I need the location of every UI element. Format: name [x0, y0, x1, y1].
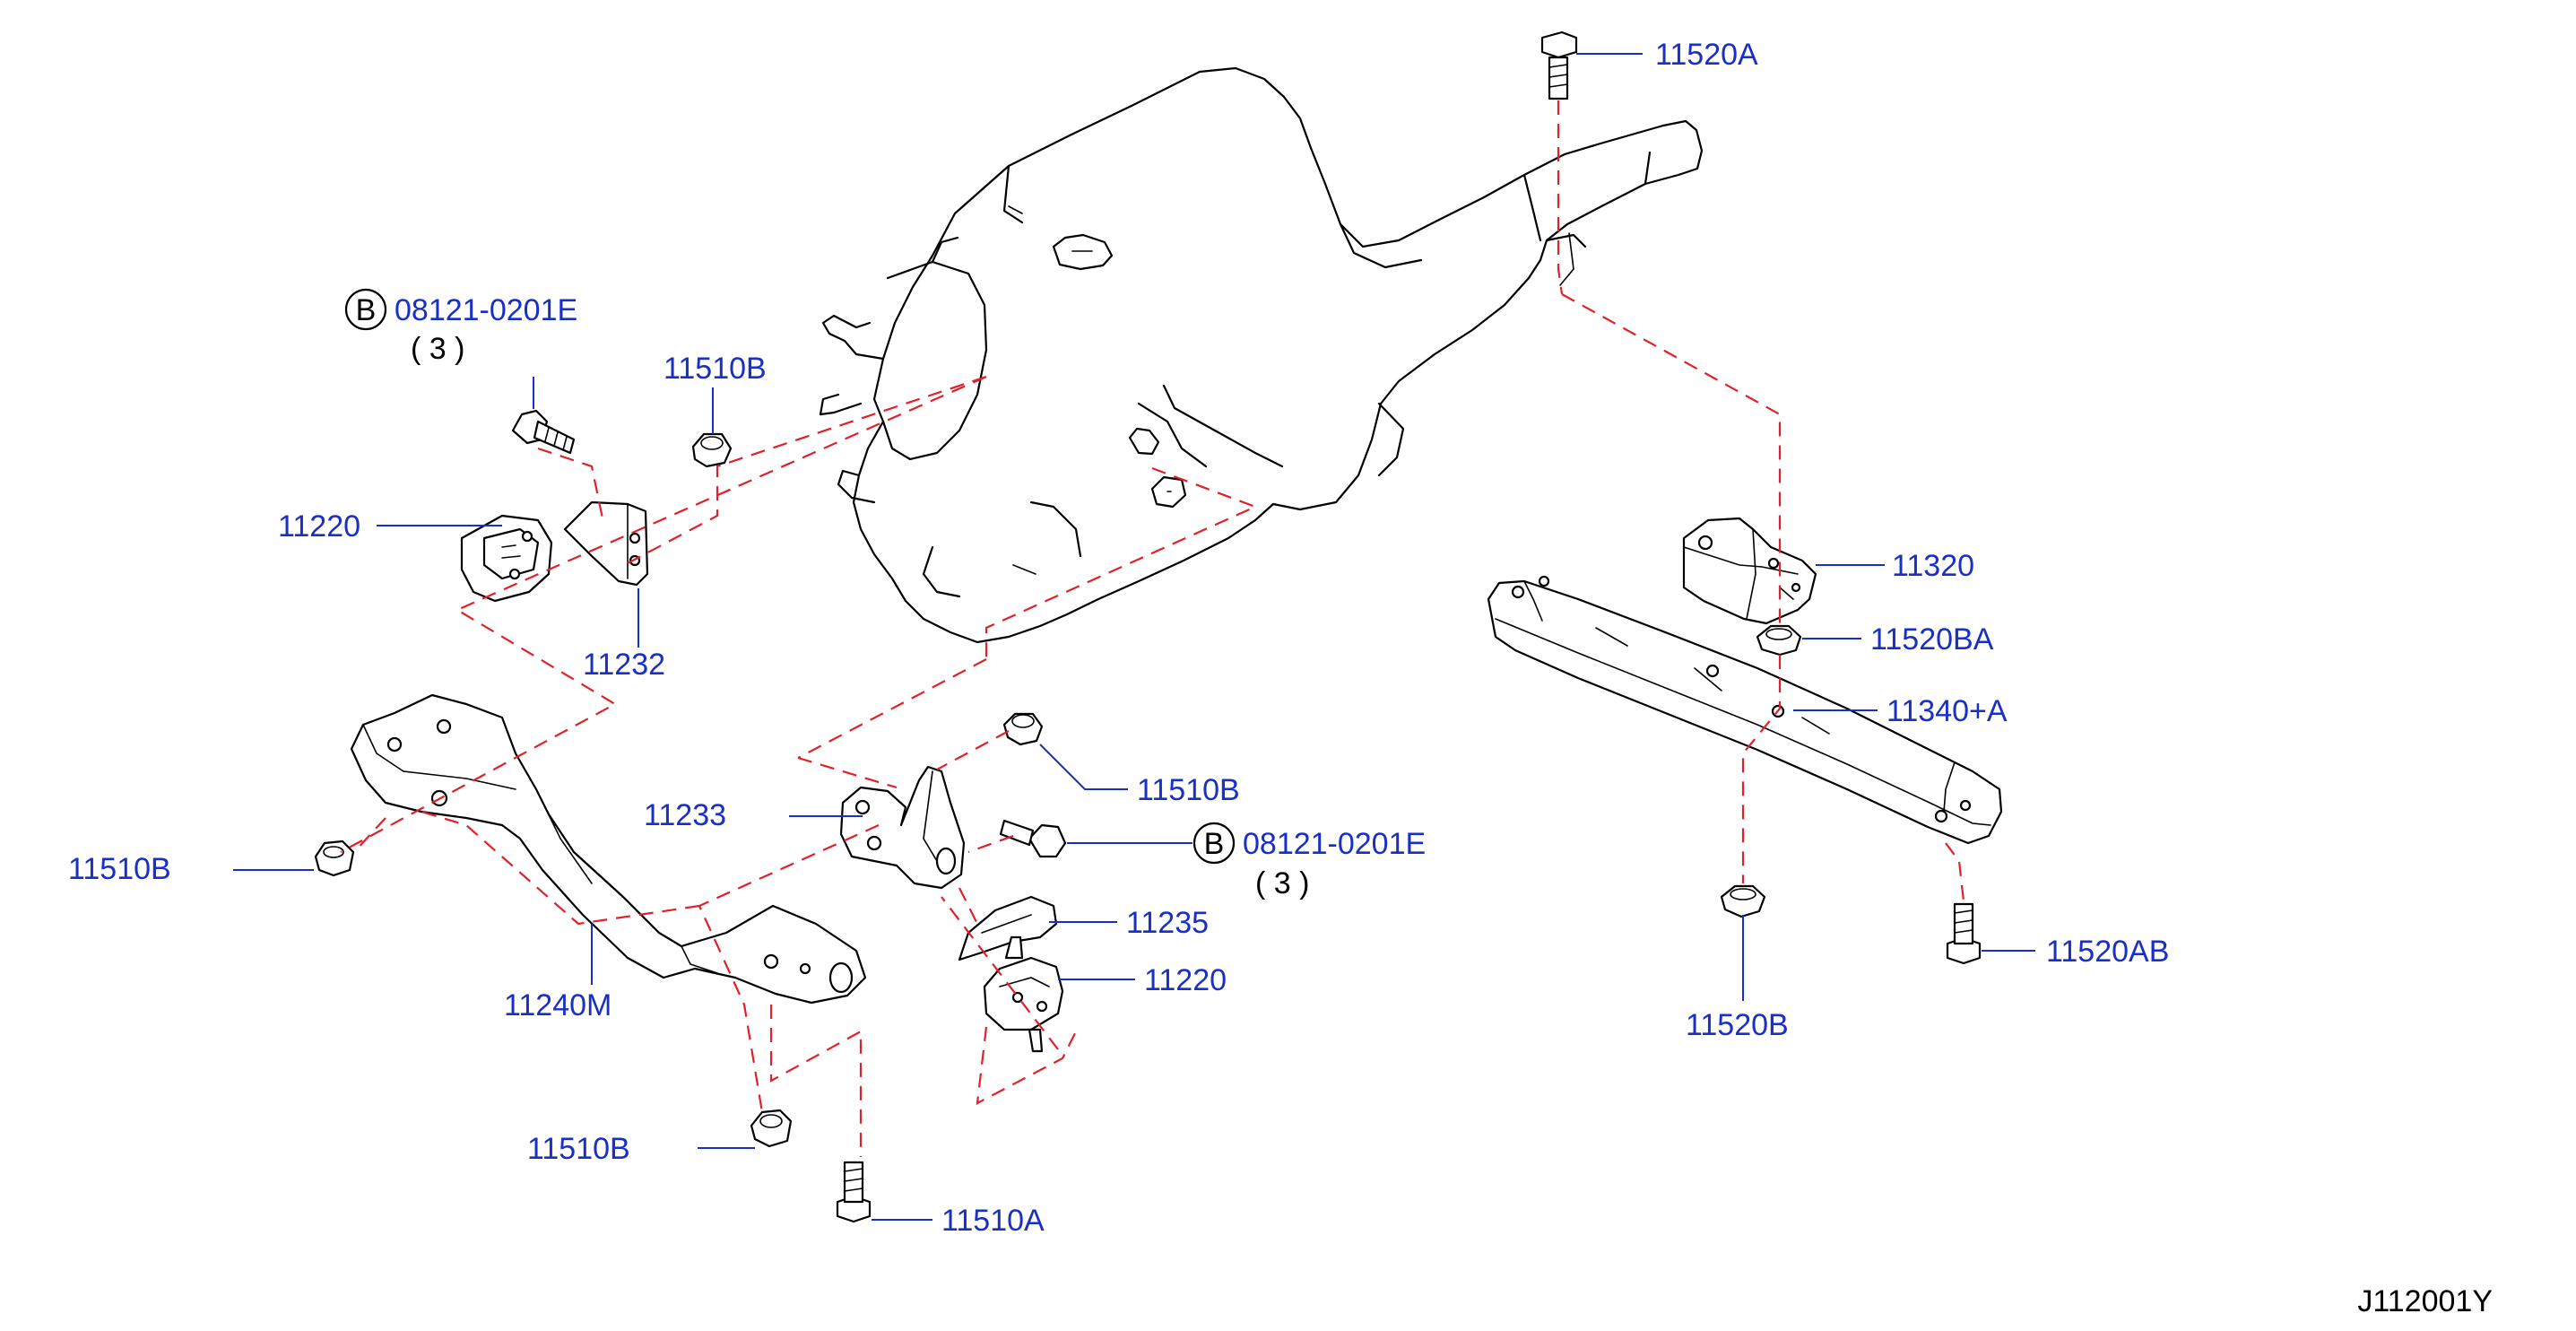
upper-left-mount-illustration	[460, 409, 733, 603]
label-11520A[interactable]: 11520A	[1655, 38, 1758, 72]
assembly-line-6	[537, 447, 604, 519]
label-11233[interactable]: 11233	[644, 798, 726, 832]
ref-letter-lower: B	[1204, 827, 1225, 861]
ref-marker-upper: B	[344, 288, 387, 331]
label-11220-left[interactable]: 11220	[278, 509, 360, 544]
label-08121-lower-qty: ( 3 )	[1255, 866, 1309, 900]
label-11340A[interactable]: 11340+A	[1886, 694, 2008, 728]
assembly-line-13	[958, 887, 978, 925]
assembly-line-8	[984, 466, 1258, 659]
label-11510B-mid[interactable]: 11510B	[1137, 773, 1240, 807]
label-08121-upper[interactable]: 08121-0201E	[395, 293, 577, 327]
label-11520BA[interactable]: 11520BA	[1870, 622, 1994, 657]
lower-left-mount-illustration	[314, 693, 872, 1223]
ref-letter-upper: B	[356, 293, 377, 327]
assembly-line-14	[976, 1026, 1077, 1105]
assembly-line-5	[340, 375, 987, 853]
assembly-line-9	[797, 658, 987, 759]
assembly-line-4	[1945, 842, 1965, 902]
leader-line-9	[1039, 744, 1128, 790]
transmission-illustration	[819, 66, 1704, 644]
assembly-line-18	[353, 817, 386, 853]
assembly-line-12	[967, 834, 1014, 854]
assembly-line-7	[627, 375, 987, 564]
assembly-line-1	[1557, 100, 1564, 295]
label-11510B-top[interactable]: 11510B	[664, 352, 767, 386]
assembly-line-19	[941, 896, 1059, 1050]
label-11510B-left[interactable]: 11510B	[68, 852, 171, 886]
lower-center-mount-illustration	[839, 712, 1067, 1053]
part-labels: 11520A 08121-0201E ( 3 ) 11510B 11220 11…	[68, 38, 2169, 1238]
label-11520B[interactable]: 11520B	[1686, 1008, 1789, 1042]
label-11320[interactable]: 11320	[1892, 549, 1974, 583]
assembly-line-17	[421, 810, 700, 926]
assembly-line-2	[1561, 293, 1782, 628]
assembly-line-11	[936, 730, 1010, 770]
assembly-dashed-lines	[340, 100, 1965, 1157]
ref-marker-lower: B	[1193, 822, 1236, 865]
label-11510B-bottom[interactable]: 11510B	[527, 1132, 630, 1166]
diagram-code: J112001Y	[2357, 1284, 2493, 1318]
assembly-line-10	[797, 756, 898, 789]
label-08121-lower[interactable]: 08121-0201E	[1243, 827, 1426, 861]
assembly-line-16	[769, 1005, 863, 1157]
label-11240M[interactable]: 11240M	[504, 988, 611, 1022]
label-11232[interactable]: 11232	[583, 648, 665, 682]
assembly-line-15	[698, 823, 880, 1113]
label-11520AB[interactable]: 11520AB	[2046, 935, 2169, 969]
label-08121-upper-qty: ( 3 )	[411, 332, 464, 366]
crossmember-illustration	[1487, 30, 2003, 965]
label-11220-right[interactable]: 11220	[1144, 963, 1227, 997]
label-11510A[interactable]: 11510A	[941, 1204, 1045, 1238]
assembly-line-3	[1741, 655, 1782, 883]
leader-lines	[233, 53, 2035, 1221]
label-11235[interactable]: 11235	[1126, 906, 1209, 940]
